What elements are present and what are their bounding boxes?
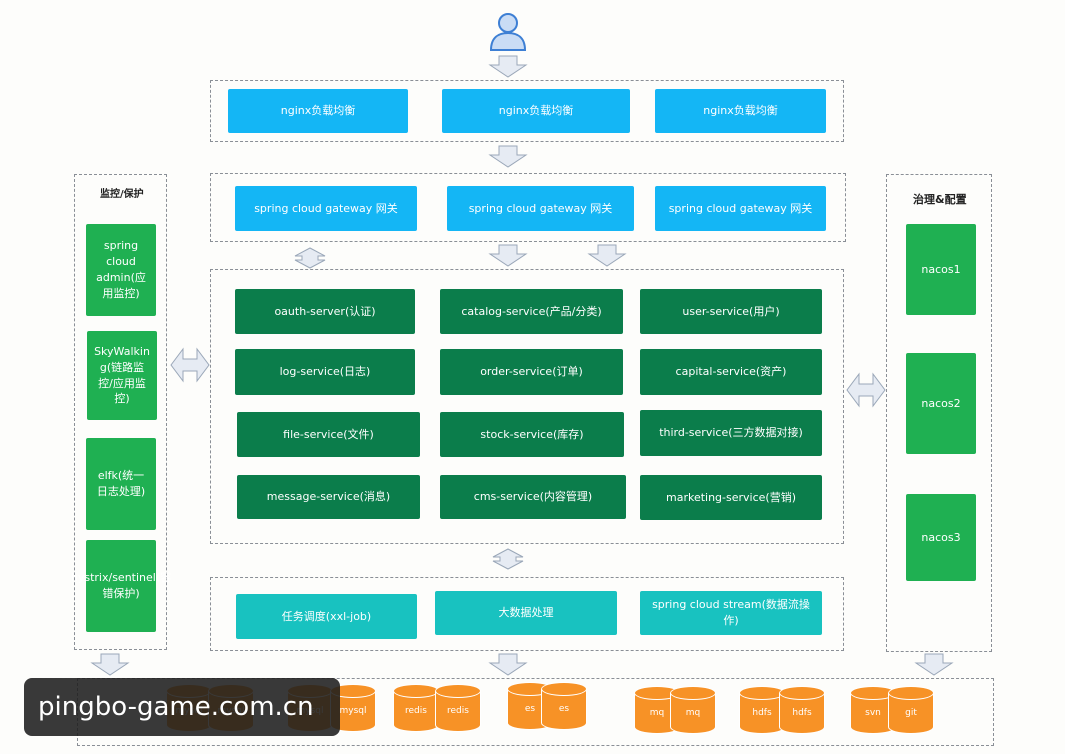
services-layer (210, 269, 844, 544)
gateway-box: spring cloud gateway 网关 (447, 186, 634, 231)
monitor-box: elfk(统一日志处理) (86, 438, 156, 530)
database-cylinder: es (541, 682, 587, 730)
double-arrow-icon (492, 548, 524, 570)
service-box: third-service(三方数据对接) (640, 410, 822, 456)
double-arrow-icon (846, 372, 886, 408)
down-arrow-icon (488, 55, 528, 78)
database-cylinder: git (888, 686, 934, 734)
database-cylinder: hdfs (779, 686, 825, 734)
monitor-box: spring cloud admin(应用监控) (86, 224, 156, 316)
service-box: capital-service(资产) (640, 349, 822, 395)
double-arrow-icon (294, 247, 326, 269)
gateway-box: spring cloud gateway 网关 (655, 186, 826, 231)
governance-title: 治理&配置 (913, 193, 967, 206)
service-box: catalog-service(产品/分类) (440, 289, 623, 334)
down-arrow-icon (488, 653, 528, 676)
service-box: log-service(日志) (235, 349, 415, 395)
service-box: order-service(订单) (440, 349, 623, 395)
service-box: oauth-server(认证) (235, 289, 415, 334)
database-cylinder: redis (393, 684, 439, 732)
nacos-box: nacos2 (906, 353, 976, 454)
nginx-box: nginx负载均衡 (442, 89, 630, 133)
support-box: spring cloud stream(数据流操作) (640, 591, 822, 635)
down-arrow-icon (488, 244, 528, 267)
user-icon (489, 13, 527, 51)
monitoring-panel (74, 174, 167, 650)
service-box: marketing-service(营销) (640, 475, 822, 520)
database-cylinder: hdfs (739, 686, 785, 734)
monitor-box: hystrix/sentinel(容错保护) (71, 540, 171, 632)
service-box: user-service(用户) (640, 289, 822, 334)
load-balancer-layer (210, 80, 844, 142)
down-arrow-icon (587, 244, 627, 267)
nginx-box: nginx负载均衡 (655, 89, 826, 133)
nginx-box: nginx负载均衡 (228, 89, 408, 133)
service-box: cms-service(内容管理) (440, 475, 626, 519)
support-layer (210, 577, 844, 651)
governance-panel (886, 174, 992, 652)
gateway-layer (210, 173, 846, 242)
down-arrow-icon (914, 653, 954, 676)
watermark: pingbo-game.com.cn (24, 678, 340, 736)
gateway-box: spring cloud gateway 网关 (235, 186, 417, 231)
down-arrow-icon (488, 145, 528, 168)
support-box: 任务调度(xxl-job) (236, 594, 417, 639)
down-arrow-icon (90, 653, 130, 676)
nacos-box: nacos1 (906, 224, 976, 315)
database-cylinder: mq (670, 686, 716, 734)
service-box: file-service(文件) (237, 412, 420, 457)
double-arrow-icon (170, 347, 210, 383)
service-box: stock-service(库存) (440, 412, 624, 457)
monitor-box: SkyWalking(链路监控/应用监控) (87, 331, 157, 420)
database-cylinder: redis (435, 684, 481, 732)
service-box: message-service(消息) (237, 475, 420, 519)
support-box: 大数据处理 (435, 591, 617, 635)
monitoring-title: 监控/保护 (100, 189, 144, 200)
nacos-box: nacos3 (906, 494, 976, 581)
